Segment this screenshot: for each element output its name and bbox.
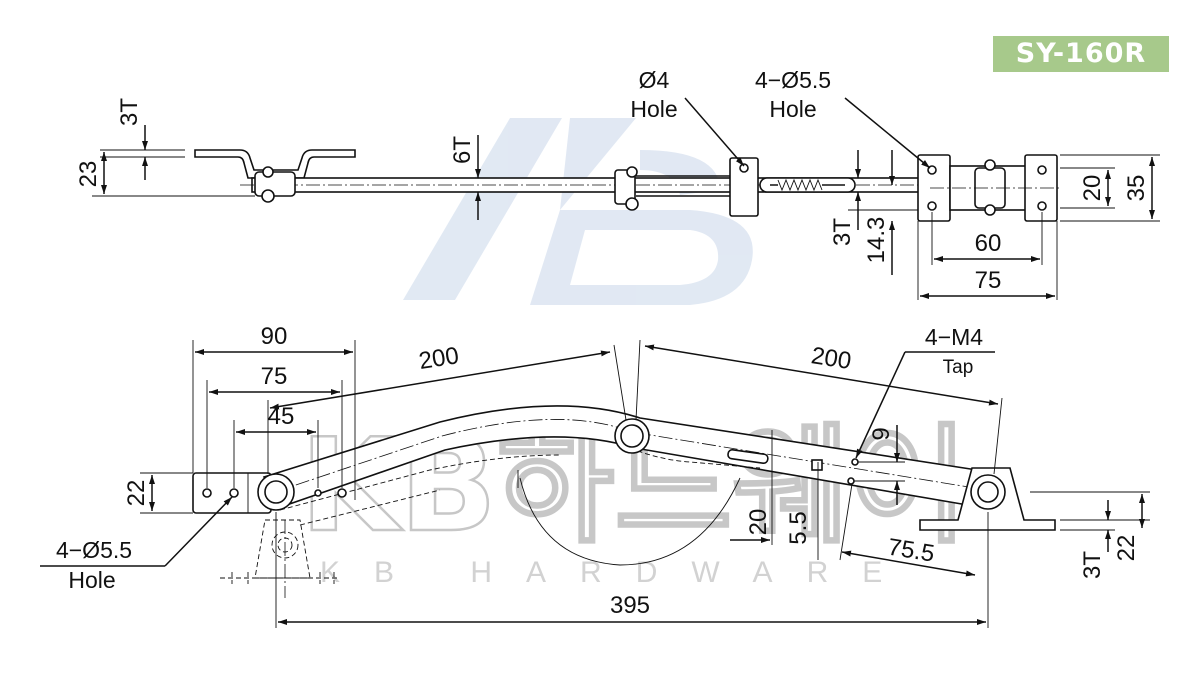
model-code-badge: SY-160R: [993, 36, 1169, 72]
spring-slot: [759, 177, 856, 193]
dim-75-side: 75: [261, 363, 288, 390]
hole-4-bracket: [729, 157, 759, 217]
dim-200-left: 200: [417, 342, 461, 375]
dim-395: 395: [610, 592, 650, 619]
dim-60: 60: [975, 230, 1002, 257]
dim-20-side: 20: [745, 509, 772, 536]
note-hole-55-sub: Hole: [769, 96, 816, 122]
note-side-hole-title: 4−Ø5.5: [56, 537, 132, 563]
dim-14-3: 14.3: [863, 217, 890, 264]
note-side-hole-sub: Hole: [68, 567, 115, 593]
note-hole-4-title: Ø4: [639, 67, 670, 93]
dim-75-top: 75: [975, 267, 1002, 294]
dim-23: 23: [75, 161, 102, 188]
note-tap-sub: Tap: [943, 357, 974, 378]
dim-3t-left: 3T: [116, 98, 143, 126]
side-slot: [727, 448, 769, 465]
dim-3t-side: 3T: [1079, 551, 1106, 579]
dim-35: 35: [1123, 175, 1150, 202]
dim-20-top: 20: [1079, 175, 1106, 202]
dim-6t: 6T: [449, 136, 476, 164]
spring-coil: [777, 178, 823, 192]
note-hole-4-sub: Hole: [630, 96, 677, 122]
dim-22-right: 22: [1113, 535, 1140, 562]
dim-9: 9: [868, 427, 895, 440]
top-left-bracket: [194, 149, 356, 179]
note-hole-55-title: 4−Ø5.5: [755, 67, 831, 93]
dim-22-left: 22: [123, 480, 150, 507]
dim-90: 90: [261, 323, 288, 350]
top-view: 3T 23 6T Ø4 Hole 4−Ø5.5 Hole 3T 14.3 60 …: [75, 67, 1160, 300]
dim-200-right: 200: [809, 342, 853, 375]
side-view: 90 75 45 200 200 22 4−Ø5.5 Hole 4−M4 Tap: [40, 323, 1150, 628]
dim-5-5: 5.5: [785, 511, 812, 544]
dim-3t-bracket: 3T: [829, 218, 856, 246]
note-tap-title: 4−M4: [925, 324, 983, 350]
folded-ghost-bracket: [220, 519, 340, 598]
watermark-english: KB HARDWARE: [320, 556, 916, 589]
